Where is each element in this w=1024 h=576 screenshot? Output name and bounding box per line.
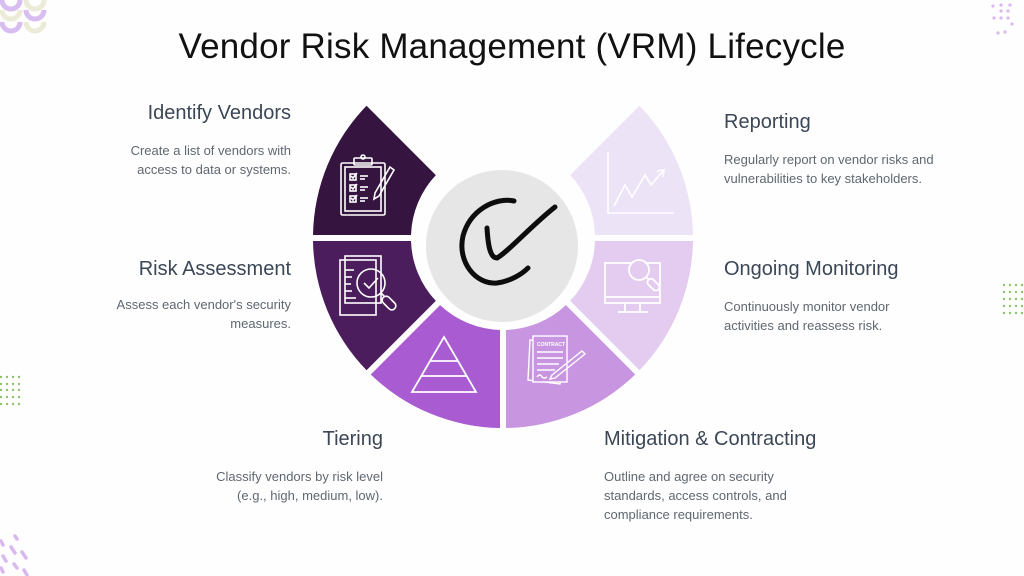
stage-description: Classify vendors by risk level(e.g., hig… — [216, 469, 383, 503]
stage-mitigation-contracting: Mitigation & Contracting Outline and agr… — [604, 428, 864, 524]
stage-tiering: Tiering Classify vendors by risk level(e… — [180, 428, 383, 505]
segment-reporting — [570, 105, 693, 236]
stage-title: Risk Assessment — [138, 258, 291, 280]
stage-risk-assessment: Risk Assessment Assess each vendor's sec… — [90, 258, 291, 333]
hand-drawn-checkmark-icon — [459, 197, 558, 286]
stage-title: Reporting — [724, 111, 811, 133]
decorative-dots-top-right — [991, 3, 1014, 35]
center-circle — [426, 170, 578, 322]
stage-reporting: Reporting Regularly report on vendor ris… — [724, 111, 994, 188]
clipboard-checklist-icon — [340, 154, 396, 216]
stage-identify-vendors: Identify Vendors Create a list of vendor… — [90, 102, 291, 179]
page-title: Vendor Risk Management (VRM) Lifecycle — [178, 27, 846, 66]
document-magnifier-icon — [339, 255, 397, 316]
monitor-search-icon — [604, 259, 661, 313]
stage-ongoing-monitoring: Ongoing Monitoring Continuously monitor … — [724, 258, 984, 335]
decorative-dots-left — [0, 375, 21, 406]
decorative-dots-right — [1002, 283, 1024, 315]
segment-identify-vendors — [313, 105, 436, 236]
decorative-dashes-bottom-left — [0, 534, 29, 576]
segment-tiering — [370, 305, 500, 428]
decorative-arcs-top-left — [0, 0, 47, 34]
stage-title: Mitigation & Contracting — [604, 428, 817, 450]
stage-title: Identify Vendors — [147, 102, 291, 124]
pyramid-icon — [410, 335, 478, 393]
segment-ongoing-monitoring — [570, 241, 693, 371]
line-chart-icon — [607, 152, 674, 214]
stage-title: Ongoing Monitoring — [724, 258, 899, 280]
contract-pen-icon: CONTRACT — [527, 335, 587, 385]
segment-risk-assessment — [313, 241, 436, 371]
svg-text:CONTRACT: CONTRACT — [537, 342, 565, 348]
stage-title: Tiering — [322, 428, 383, 450]
